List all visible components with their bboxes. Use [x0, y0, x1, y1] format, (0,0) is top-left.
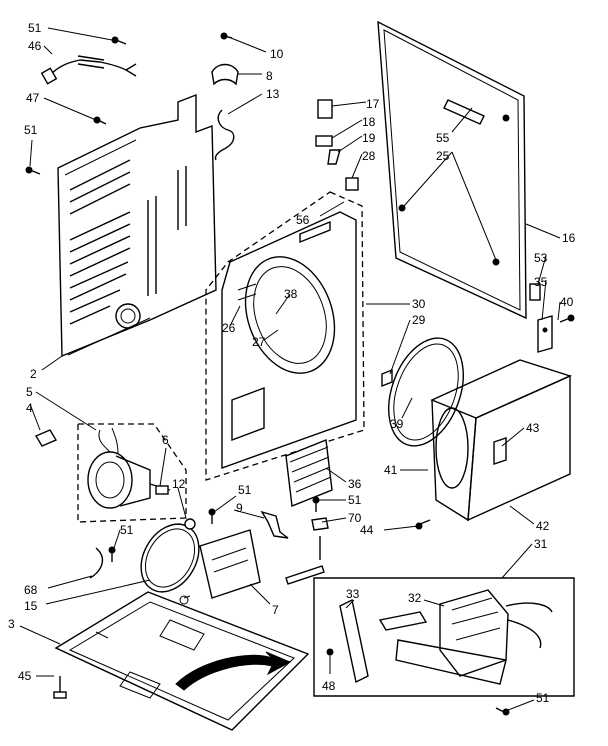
callout-5: 5 [26, 385, 33, 399]
leveling-leg-part-45 [53, 676, 67, 699]
callout-29: 29 [412, 313, 426, 327]
screw-part-44 [415, 519, 431, 530]
airflow-arrow [175, 651, 292, 691]
callout-36: 36 [348, 477, 362, 491]
power-cord-part-46 [40, 55, 137, 85]
screw-part-51-top [111, 36, 127, 45]
bracket-part-53 [529, 283, 541, 301]
callout-16: 16 [562, 231, 576, 245]
leader-lines [19, 27, 561, 711]
callout-12: 12 [172, 477, 186, 491]
callout-26: 26 [222, 321, 236, 335]
callout-46-power-cord: 46 [28, 39, 42, 53]
callout-42: 42 [536, 519, 550, 533]
screw-part-47 [93, 116, 107, 125]
callout-39: 39 [390, 417, 404, 431]
clip-part-9 [260, 510, 289, 539]
callout-32: 32 [408, 591, 422, 605]
callout-6: 6 [162, 433, 169, 447]
callout-2: 2 [30, 367, 37, 381]
callout-38: 38 [284, 287, 298, 301]
screw-part-40 [559, 314, 575, 323]
hinge-pin-part-29 [381, 368, 393, 388]
callout-56: 56 [296, 213, 310, 227]
callout-15: 15 [24, 599, 38, 613]
screw-part-51-idler [208, 508, 216, 524]
callout-51-burner: 51 [536, 691, 550, 705]
rear-panel-part-2 [57, 93, 217, 358]
callout-31: 31 [534, 537, 548, 551]
callout-40: 40 [560, 295, 574, 309]
callout-47-screw: 47 [26, 91, 40, 105]
callout-3: 3 [8, 617, 15, 631]
callout-44: 44 [360, 523, 374, 537]
motor-bracket-part-4 [34, 429, 58, 447]
screw-part-51-filter [312, 496, 320, 512]
callout-28: 28 [362, 149, 376, 163]
callout-35: 35 [534, 275, 548, 289]
callout-45: 45 [18, 669, 32, 683]
drive-belt-part-15 [140, 523, 200, 593]
callout-17: 17 [366, 97, 380, 111]
spring-part-70 [285, 517, 329, 585]
callout-41: 41 [384, 463, 398, 477]
door-seal-part-39 [388, 337, 464, 447]
switch-parts-17-18-19-28 [315, 99, 359, 191]
lint-filter-part-36 [285, 439, 333, 507]
burner-assembly-part-31 [313, 577, 575, 716]
top-panel-part-16 [377, 20, 527, 320]
callout-25: 25 [436, 149, 450, 163]
idler-part-12 [184, 518, 196, 530]
base-part-3 [54, 591, 310, 731]
callout-33: 33 [346, 587, 360, 601]
wire-part-13 [214, 109, 235, 161]
hinge-part-35 [537, 315, 553, 353]
door-assembly-part-42 [430, 359, 572, 522]
wire-part-68 [89, 547, 104, 579]
callout-19: 19 [362, 131, 376, 145]
callout-18: 18 [362, 115, 376, 129]
callout-10: 10 [270, 47, 284, 61]
callout-27: 27 [252, 335, 266, 349]
callout-13: 13 [266, 87, 280, 101]
callout-30: 30 [412, 297, 426, 311]
idler-bracket-part-7 [199, 529, 261, 599]
pulley-part-6 [155, 485, 169, 495]
callout-8: 8 [266, 69, 273, 83]
front-panel-part-30 [205, 191, 365, 481]
callout-7: 7 [272, 603, 279, 617]
callout-55: 55 [436, 131, 450, 145]
motor-assembly-part-5 [77, 423, 187, 523]
screw-part-51-motor [108, 546, 116, 562]
callout-51-filter: 51 [348, 493, 362, 507]
callout-51-cord-screw: 51 [28, 21, 42, 35]
callout-51-motor: 51 [120, 523, 134, 537]
screw-part-51-left [25, 166, 41, 175]
callout-70: 70 [348, 511, 362, 525]
callout-68: 68 [24, 583, 38, 597]
callout-53: 53 [534, 251, 548, 265]
callout-43: 43 [526, 421, 540, 435]
callout-9: 9 [236, 501, 243, 515]
bracket-part-8 [211, 63, 239, 86]
callout-labels: 51 46 47 51 10 8 13 17 18 19 28 56 55 25… [8, 21, 576, 705]
callout-48: 48 [322, 679, 336, 693]
callout-51-idler: 51 [238, 483, 252, 497]
callout-51-panel-screw: 51 [24, 123, 38, 137]
callout-4: 4 [26, 401, 33, 415]
